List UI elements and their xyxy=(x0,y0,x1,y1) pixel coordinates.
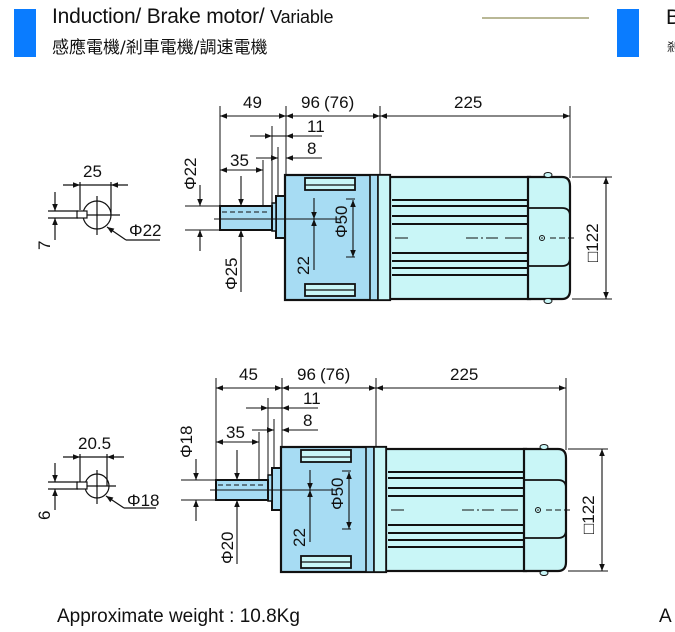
dim-35: 35 xyxy=(226,423,245,442)
shaft-diameter: Φ22 xyxy=(181,158,200,190)
section-title-zh: 感應電機/剎車電機/調速電機 xyxy=(52,38,268,58)
end-diameter-label: Φ18 xyxy=(127,491,159,510)
boss-diameter: Φ20 xyxy=(218,532,237,564)
boss-diameter: Φ25 xyxy=(222,258,241,290)
header-divider xyxy=(482,17,589,19)
dim-shaft-length: 45 xyxy=(239,365,258,384)
drawing-1: 25 7 Φ22 xyxy=(35,93,612,304)
dim-motor: 225 xyxy=(454,93,482,112)
pilot-diameter: Φ50 xyxy=(328,478,347,510)
dim-shaft-length: 49 xyxy=(243,93,262,112)
dim-35: 35 xyxy=(230,151,249,170)
dim-motor: 225 xyxy=(450,365,478,384)
next-column-weight-cut: A xyxy=(659,606,672,627)
section-accent-bar xyxy=(14,9,36,57)
end-diameter-label: Φ22 xyxy=(129,221,161,240)
offset-22: 22 xyxy=(290,528,309,547)
shaft-end-view xyxy=(48,454,156,510)
dim-gearhead: 96 xyxy=(297,365,316,384)
dim-8: 8 xyxy=(303,411,312,430)
side-view xyxy=(181,378,608,576)
next-section-accent-bar xyxy=(617,9,639,57)
side-view xyxy=(185,106,612,304)
title-main: Induction/ Brake motor/ xyxy=(52,5,265,28)
end-key-label: 7 xyxy=(35,241,54,250)
dim-gearhead-alt: (76) xyxy=(324,93,354,112)
title-suffix: Variable xyxy=(270,7,334,27)
end-width-label: 25 xyxy=(83,162,102,181)
drawing-2: 20.5 6 Φ18 xyxy=(35,365,608,576)
next-section-title-cut: B xyxy=(666,6,675,29)
pilot-diameter: Φ50 xyxy=(332,206,351,238)
dim-11: 11 xyxy=(307,117,325,136)
dim-gearhead-alt: (76) xyxy=(320,365,350,384)
square-122: □122 xyxy=(579,495,598,534)
end-width-label: 20.5 xyxy=(78,434,111,453)
next-section-zh-cut: 剎 xyxy=(667,40,675,54)
dim-11: 11 xyxy=(303,389,321,408)
approximate-weight: Approximate weight : 10.8Kg xyxy=(57,606,300,627)
end-key-label: 6 xyxy=(35,511,54,520)
section-title-en: Induction/ Brake motor/ Variable xyxy=(52,5,333,29)
output-shaft xyxy=(219,205,273,231)
dim-gearhead: 96 xyxy=(301,93,320,112)
shaft-diameter: Φ18 xyxy=(177,426,196,458)
offset-22: 22 xyxy=(294,256,313,275)
square-122: □122 xyxy=(583,223,602,262)
shaft-end-view xyxy=(48,182,160,241)
dim-8: 8 xyxy=(307,139,316,158)
